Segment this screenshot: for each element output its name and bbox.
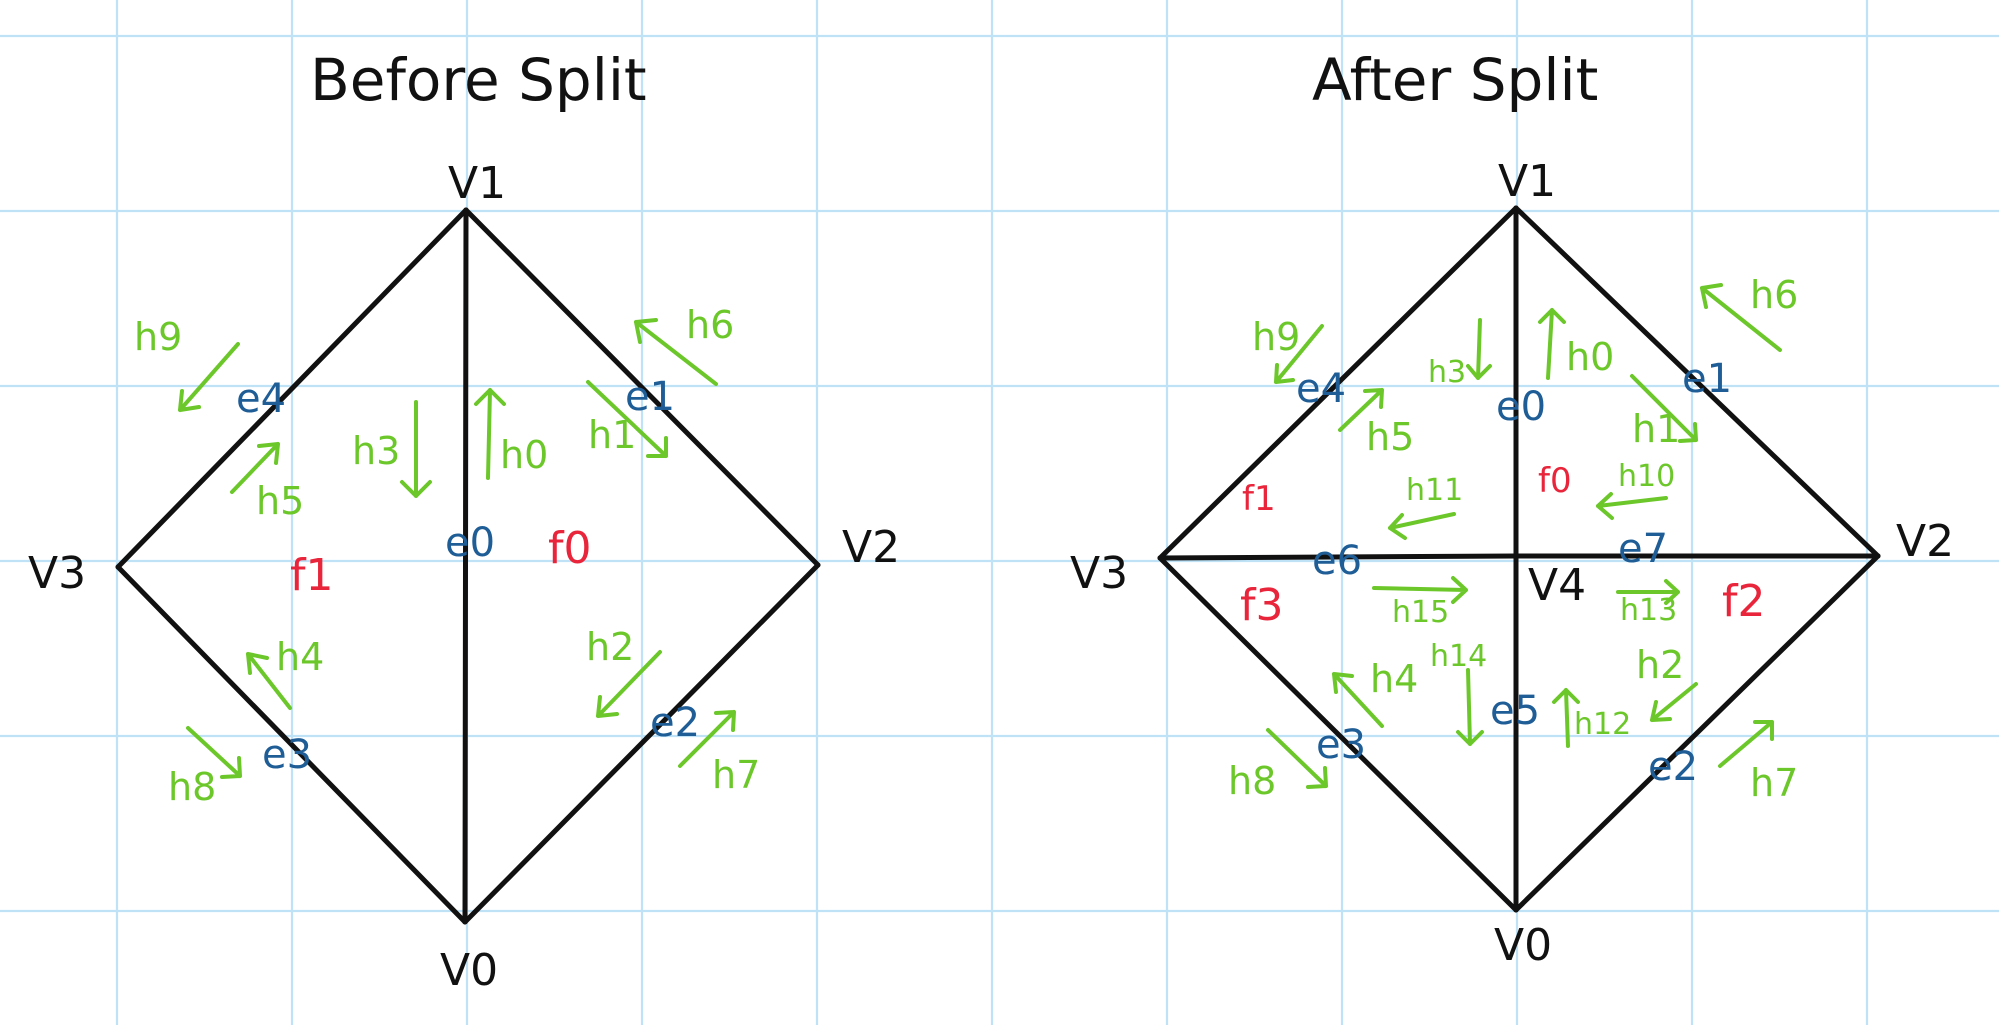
before-halfedge-h2-label: h2 [586, 625, 634, 669]
after-halfedge-h5-arrow [1338, 388, 1384, 432]
after-halfedge-h1-label: h1 [1632, 407, 1680, 451]
after-edge-e3-line [1157, 555, 1519, 913]
after-halfedge-h5-label: h5 [1366, 415, 1414, 459]
before-edge-e4-label: e4 [236, 376, 286, 422]
after-halfedge-h11-label: h11 [1406, 473, 1463, 508]
after-split-panel: After Split V1 V2 V3 V4 V0 e0 e1 e2 e3 e… [1070, 46, 1954, 971]
before-halfedge-h0-label: h0 [500, 433, 548, 477]
before-edge-e1-label: e1 [625, 374, 675, 420]
after-halfedge-h8-arrow [1266, 728, 1328, 789]
after-edge-e2-line [1513, 553, 1881, 913]
after-edge-e0-label: e0 [1496, 384, 1546, 430]
before-halfedge-h6-arrow [634, 318, 718, 386]
after-halfedge-h2-arrow [1650, 682, 1698, 722]
after-edge-e6-label: e6 [1312, 538, 1362, 584]
after-halfedge-h15-arrow [1372, 576, 1468, 604]
before-vertex-v1-label: V1 [448, 158, 506, 209]
after-vertex-v4-label: V4 [1528, 560, 1586, 611]
after-edge-e2-label: e2 [1648, 744, 1698, 790]
before-halfedge-h9-label: h9 [134, 315, 182, 359]
before-edge-e2-label: e2 [650, 700, 700, 746]
after-face-f1-label: f1 [1242, 479, 1276, 519]
before-edge-e0-label: e0 [445, 520, 495, 566]
after-halfedge-h7-arrow [1718, 720, 1774, 768]
after-halfedge-h6-arrow [1700, 283, 1782, 352]
after-halfedge-h13-label: h13 [1620, 593, 1677, 628]
before-face-f1-label: f1 [290, 550, 333, 601]
after-halfedge-h2-label: h2 [1636, 643, 1684, 687]
after-halfedge-h10-arrow [1596, 492, 1668, 520]
before-vertex-v2-label: V2 [842, 522, 900, 573]
after-face-f2-label: f2 [1722, 576, 1765, 627]
before-halfedge-h8-label: h8 [168, 765, 216, 809]
before-vertex-v3-label: V3 [28, 548, 86, 599]
before-halfedge-h4-arrow [246, 652, 292, 710]
after-vertex-v1-label: V1 [1498, 156, 1556, 207]
before-split-panel: Before Split V1 V2 V3 V0 e0 e1 e2 e3 e4 … [28, 46, 900, 996]
before-halfedge-h1-arrow [586, 380, 668, 458]
after-halfedge-h3-arrow [1466, 318, 1492, 380]
before-edge-e3-label: e3 [262, 732, 312, 778]
after-edge-e3-label: e3 [1316, 722, 1366, 768]
after-edge-e5-label: e5 [1490, 688, 1540, 734]
before-halfedge-h6-label: h6 [686, 303, 734, 347]
after-edge-e6-line [1157, 553, 1519, 561]
after-halfedge-h6-label: h6 [1750, 273, 1798, 317]
after-halfedge-h9-arrow [1274, 324, 1324, 384]
after-halfedge-h0-label: h0 [1566, 335, 1614, 379]
before-halfedge-h4-label: h4 [276, 635, 324, 679]
after-halfedge-h4-label: h4 [1370, 657, 1418, 701]
after-halfedge-h15-label: h15 [1392, 595, 1449, 630]
after-halfedge-h13-arrow [1616, 579, 1680, 605]
after-halfedge-h4-arrow [1332, 672, 1384, 728]
after-halfedge-h0-arrow [1538, 308, 1566, 380]
after-halfedge-h9-label: h9 [1252, 315, 1300, 359]
before-halfedge-h8-arrow [186, 726, 242, 779]
after-halfedge-h10-label: h10 [1618, 459, 1675, 494]
before-halfedge-h5-label: h5 [256, 479, 304, 523]
before-halfedge-h7-arrow [678, 710, 736, 768]
after-face-f3-label: f3 [1240, 580, 1283, 631]
after-halfedge-h7-label: h7 [1750, 761, 1798, 805]
before-edge-e4-line [115, 207, 469, 570]
before-face-f0-label: f0 [548, 523, 591, 574]
after-halfedge-h8-label: h8 [1228, 759, 1276, 803]
after-halfedge-h14-label: h14 [1430, 639, 1487, 674]
after-edge-e1-label: e1 [1682, 356, 1732, 402]
before-title: Before Split [310, 46, 647, 114]
before-edge-e0-line [462, 207, 469, 925]
before-edge-e3-line [115, 564, 468, 925]
after-vertex-v3-label: V3 [1070, 548, 1128, 599]
before-halfedge-h3-label: h3 [352, 429, 400, 473]
before-edge-e2-line [462, 562, 821, 925]
after-halfedge-h14-arrow [1456, 668, 1484, 746]
before-halfedge-h9-arrow [178, 342, 240, 412]
after-halfedge-h12-label: h12 [1574, 707, 1631, 742]
before-halfedge-h2-arrow [596, 650, 662, 718]
after-edge-e1-line [1513, 205, 1881, 559]
after-vertex-v2-label: V2 [1896, 516, 1954, 567]
after-title: After Split [1312, 46, 1598, 114]
after-edge-e4-label: e4 [1296, 366, 1346, 412]
before-halfedge-h5-arrow [230, 442, 280, 494]
before-halfedge-h7-label: h7 [712, 753, 760, 797]
after-halfedge-h3-label: h3 [1428, 355, 1466, 390]
after-face-f0-label: f0 [1538, 461, 1572, 501]
before-halfedge-h3-arrow [400, 400, 432, 498]
before-vertex-v0-label: V0 [440, 945, 498, 996]
after-halfedge-h1-arrow [1630, 374, 1698, 443]
after-vertex-v0-label: V0 [1494, 920, 1552, 971]
after-edge-e7-label: e7 [1618, 526, 1668, 572]
after-halfedge-h11-arrow [1388, 512, 1456, 540]
before-halfedge-h0-arrow [474, 388, 506, 480]
before-halfedge-h1-label: h1 [588, 413, 636, 457]
before-edge-e1-line [463, 207, 821, 568]
after-edge-e4-line [1157, 205, 1519, 561]
after-halfedge-h12-arrow [1552, 688, 1580, 748]
